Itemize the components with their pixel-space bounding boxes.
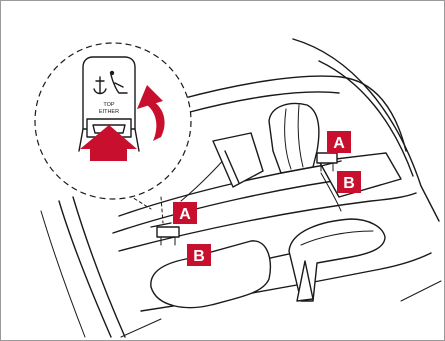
callout-anchor-lower: A	[173, 202, 197, 224]
tag-line-top: TOP	[103, 102, 115, 108]
svg-text:B: B	[193, 248, 205, 265]
callout-bar-lower: B	[187, 244, 211, 266]
svg-text:A: A	[179, 206, 191, 223]
svg-text:A: A	[333, 135, 345, 152]
isofix-anchor-lower	[157, 227, 179, 245]
magnified-inset: TOP EITHER	[35, 43, 191, 223]
callout-anchor-upper: A	[327, 131, 351, 153]
tag-line-either: EITHER	[99, 109, 119, 115]
svg-text:B: B	[343, 175, 355, 192]
callout-bar-upper: B	[337, 171, 361, 193]
